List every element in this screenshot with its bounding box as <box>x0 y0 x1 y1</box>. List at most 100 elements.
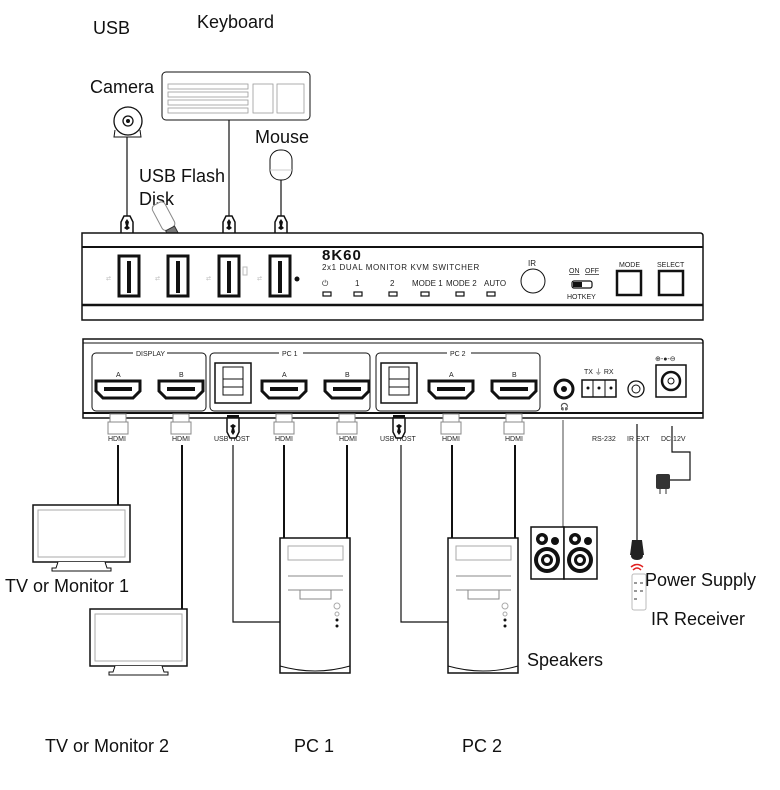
usb-host-plug <box>226 414 240 439</box>
keyboard-icon <box>161 71 311 121</box>
hdmi-plug <box>440 413 462 435</box>
cables <box>117 420 691 623</box>
front-usb-port-2[interactable] <box>166 254 190 298</box>
right-speaker-icon <box>563 526 598 580</box>
usb-symbol-icon: ⇄ <box>155 275 160 282</box>
mode-button[interactable] <box>615 269 643 297</box>
pc2-group-label: PC 2 <box>450 351 466 358</box>
usb-host-label: USB HOST <box>214 436 251 443</box>
rs232-label: RS-232 <box>592 436 616 443</box>
pc1-label: PC 1 <box>294 736 334 756</box>
hdmi-label: HDMI <box>275 436 293 443</box>
front-usb-port-3[interactable] <box>217 254 241 298</box>
pc2-b-hdmi-port[interactable] <box>490 379 538 400</box>
hdmi-label: HDMI <box>442 436 460 443</box>
hdmi-label: HDMI <box>108 436 126 443</box>
mouse-label: Mouse <box>255 127 309 147</box>
usb-flash-label-2: Disk <box>139 189 175 209</box>
hdmi-plug <box>273 413 295 435</box>
hdmi-label: HDMI <box>505 436 523 443</box>
power-supply-label: Power Supply <box>645 570 756 590</box>
rs232-terminal[interactable] <box>581 379 617 398</box>
ir-receiver-icon <box>630 540 647 611</box>
pc2-a-label: A <box>449 372 454 379</box>
hotkey-switch[interactable] <box>571 280 593 289</box>
led-label-2: 2 <box>390 279 395 288</box>
led-label-mode1: MODE 1 <box>412 279 443 288</box>
keyboard-port-icon <box>242 266 248 276</box>
hotkey-on-label: ON <box>569 268 580 275</box>
ir-sensor <box>520 268 546 294</box>
monitor-1-icon <box>32 504 131 572</box>
led-label-1: 1 <box>355 279 360 288</box>
usb-flash-label-1: USB Flash <box>139 166 225 186</box>
display-b-label: B <box>179 372 184 379</box>
led-row: ⏻ 1 2 MODE 1 MODE 2 AUTO <box>322 279 506 297</box>
hdmi-label: HDMI <box>172 436 190 443</box>
led-pc1 <box>353 291 363 297</box>
usb-host-plug <box>392 414 406 439</box>
mouse-icon <box>269 149 293 181</box>
led-label-auto: AUTO <box>484 279 506 288</box>
front-usb-port-4[interactable] <box>268 254 292 298</box>
led-mode1 <box>420 291 430 297</box>
rs232-pin-label: TX ⏚ RX <box>584 368 614 376</box>
pc2-b-label: B <box>512 372 517 379</box>
pc2-tower-icon <box>447 537 519 674</box>
display-a-label: A <box>116 372 121 379</box>
usb-symbol-icon: ⇄ <box>106 275 111 282</box>
ir-ext-label: IR EXT <box>627 436 650 443</box>
led-label-mode2: MODE 2 <box>446 279 477 288</box>
display-group-label: DISPLAY <box>136 351 165 358</box>
usb-host-label: USB HOST <box>380 436 417 443</box>
pc2-usb-host-port[interactable] <box>380 362 418 404</box>
mouse-port-icon <box>294 276 300 282</box>
rear-panel: DISPLAY PC 1 PC 2 A B A B A B 🎧 TX ⏚ RX <box>82 338 704 419</box>
pc1-b-hdmi-port[interactable] <box>323 379 371 400</box>
tv-monitor-2-label: TV or Monitor 2 <box>45 736 169 756</box>
ir-receiver-label: IR Receiver <box>651 609 745 629</box>
pc1-usb-host-port[interactable] <box>214 362 252 404</box>
led-auto <box>486 291 496 297</box>
display-b-hdmi-port[interactable] <box>157 379 205 400</box>
hdmi-plug <box>503 413 525 435</box>
hotkey-label: HOTKEY <box>567 294 596 301</box>
led-label-power: ⏻ <box>322 279 329 288</box>
hdmi-plug <box>336 413 358 435</box>
hdmi-label: HDMI <box>339 436 357 443</box>
pc2-label: PC 2 <box>462 736 502 756</box>
led-mode2 <box>455 291 465 297</box>
select-button-label: SELECT <box>657 262 685 269</box>
display-a-hdmi-port[interactable] <box>94 379 142 400</box>
speakers-label: Speakers <box>527 650 603 670</box>
pc2-a-hdmi-port[interactable] <box>427 379 475 400</box>
pc1-a-hdmi-port[interactable] <box>260 379 308 400</box>
pc1-a-label: A <box>282 372 287 379</box>
keyboard-label: Keyboard <box>197 12 274 32</box>
dc-polarity-icon: ⊕-●-⊖ <box>655 356 676 363</box>
dc-power-jack[interactable] <box>655 364 687 398</box>
monitor-2-icon <box>89 608 188 676</box>
pc1-b-label: B <box>345 372 350 379</box>
pc1-tower-icon <box>279 537 351 674</box>
front-usb-port-1[interactable] <box>117 254 141 298</box>
pc1-group-label: PC 1 <box>282 351 298 358</box>
left-speaker-icon <box>530 526 565 580</box>
select-button[interactable] <box>657 269 685 297</box>
hdmi-plug <box>170 413 192 435</box>
rear-port-labels: HDMI HDMI USB HOST HDMI HDMI USB HOST HD… <box>108 436 686 443</box>
hdmi-plug <box>107 413 129 435</box>
usb-symbol-icon: ⇄ <box>257 275 262 282</box>
camera-icon <box>113 106 143 138</box>
model-name: 8K60 <box>322 247 362 264</box>
usb-label: USB <box>93 18 130 38</box>
hotkey-off-label: OFF <box>585 268 599 275</box>
dc-12v-label: DC 12V <box>661 436 686 443</box>
camera-label: Camera <box>90 77 155 97</box>
front-panel: ⇄ ⇄ ⇄ ⇄ 8K60 2x1 DUAL MONITOR KVM SWITCH… <box>81 232 704 321</box>
led-power <box>322 291 332 297</box>
usb-symbol-icon: ⇄ <box>206 275 211 282</box>
led-pc2 <box>388 291 398 297</box>
headphone-icon: 🎧 <box>560 402 569 411</box>
